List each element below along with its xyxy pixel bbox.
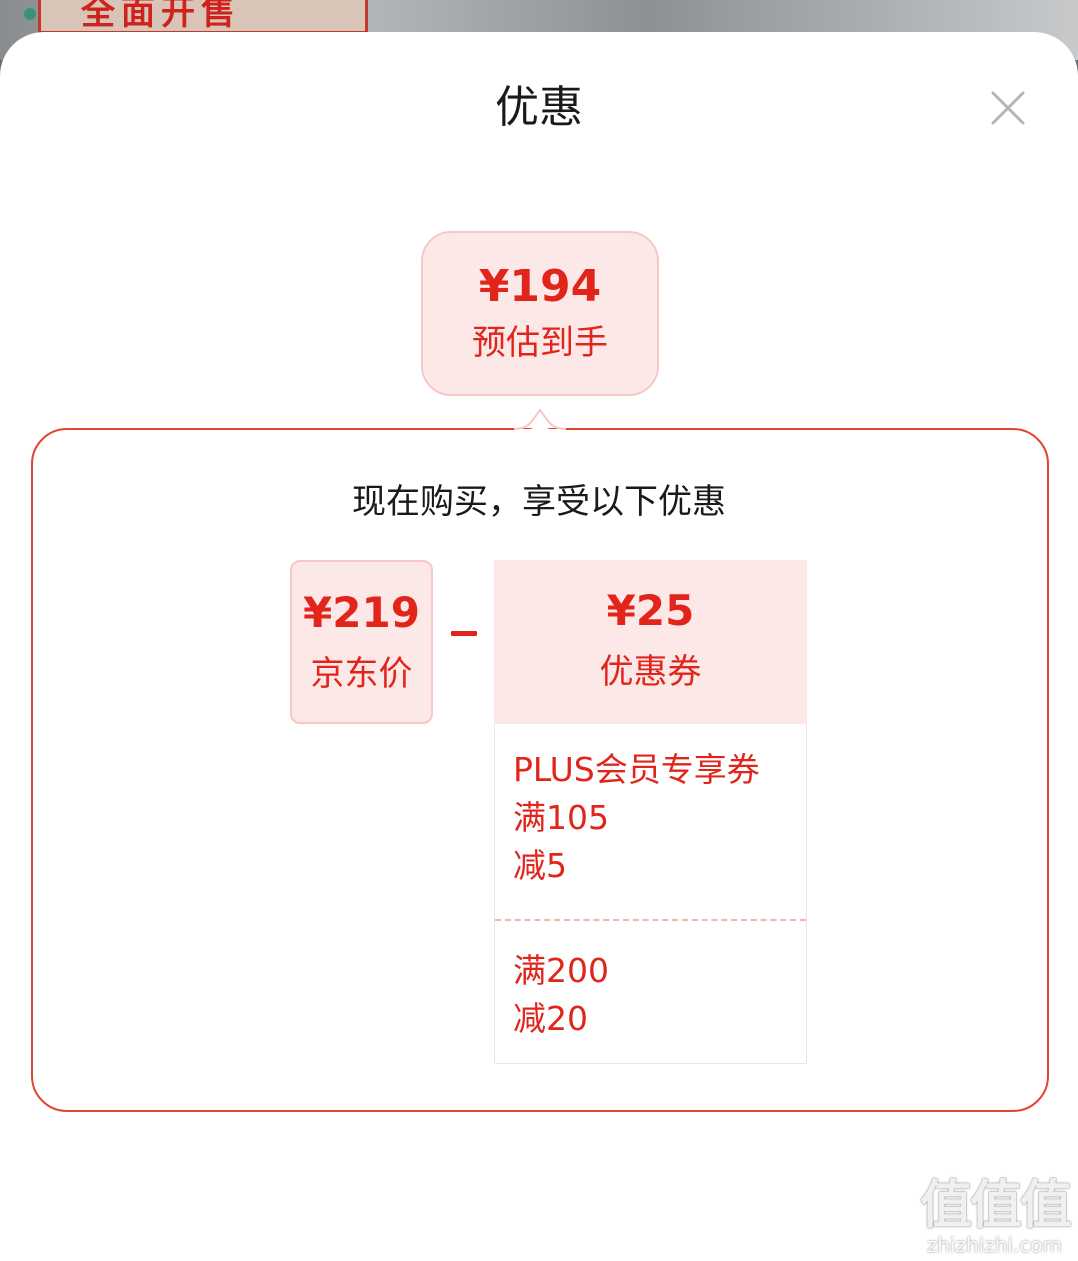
coupon-item: 满200 减20 bbox=[495, 921, 806, 1043]
coupon-list: PLUS会员专享券 满105 减5 满200 减20 bbox=[494, 724, 807, 1064]
jd-price-card: ¥219 京东价 bbox=[290, 560, 433, 724]
discount-sheet: 优惠 ¥194 预估到手 现在购买，享受以下优惠 ¥219 京东价 ¥25 优惠… bbox=[0, 32, 1078, 1261]
pointer-arrow bbox=[514, 407, 566, 431]
close-button[interactable] bbox=[986, 86, 1030, 130]
coupon-value: ¥25 bbox=[606, 586, 695, 635]
sheet-title: 优惠 bbox=[495, 82, 583, 133]
coupon-item-discount: 减5 bbox=[513, 846, 567, 885]
estimated-price-label: 预估到手 bbox=[472, 323, 608, 363]
estimated-price: ¥194 bbox=[478, 261, 602, 312]
coupon-label: 优惠券 bbox=[599, 652, 702, 692]
estimated-price-card: ¥194 预估到手 bbox=[421, 231, 659, 396]
coupon-item: PLUS会员专享券 满105 减5 bbox=[495, 724, 806, 919]
jd-price-label: 京东价 bbox=[310, 654, 413, 694]
coupon-card: ¥25 优惠券 bbox=[494, 560, 807, 724]
background-banner: 全面开售 bbox=[38, 0, 368, 34]
minus-sign bbox=[451, 631, 477, 636]
jd-price-value: ¥219 bbox=[303, 588, 420, 637]
background-dot bbox=[24, 8, 36, 20]
coupon-item-threshold: 满105 bbox=[513, 798, 609, 837]
discount-subtitle: 现在购买，享受以下优惠 bbox=[352, 482, 726, 522]
coupon-item-discount: 减20 bbox=[513, 999, 588, 1038]
coupon-divider bbox=[495, 919, 806, 921]
coupon-item-name: PLUS会员专享券 bbox=[513, 750, 760, 789]
close-icon bbox=[991, 91, 1025, 125]
coupon-item-threshold: 满200 bbox=[513, 951, 609, 990]
